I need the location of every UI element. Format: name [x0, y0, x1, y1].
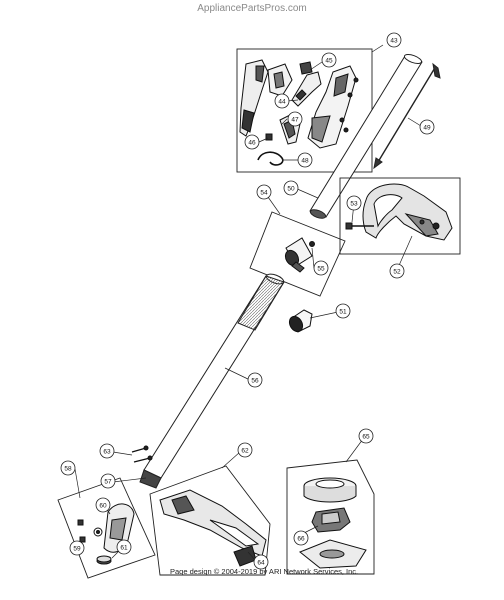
callout-60: 60 — [99, 503, 107, 510]
coupler-knob — [288, 309, 313, 333]
screws-63 — [131, 445, 153, 463]
callout-66: 66 — [297, 536, 305, 543]
callout-52: 52 — [393, 269, 401, 276]
site-header: AppliancePartsPros.com — [197, 3, 307, 14]
screw-46 — [265, 133, 273, 141]
callout-56: 56 — [251, 378, 259, 385]
callout-49: 49 — [423, 125, 431, 132]
callout-65: 65 — [362, 434, 370, 441]
callout-51: 51 — [339, 309, 347, 316]
callout-54: 54 — [260, 190, 268, 197]
callout-59: 59 — [73, 546, 81, 553]
callout-47: 47 — [291, 117, 299, 124]
drive-cable — [373, 62, 441, 170]
lower-shaft — [139, 273, 285, 489]
callout-50: 50 — [287, 186, 295, 193]
callout-48: 48 — [301, 158, 309, 165]
coupler-assembly — [284, 237, 315, 273]
copyright-notice: Page design © 2004-2019 by ARI Network S… — [170, 567, 359, 576]
callout-labels: 43 45 44 46 47 48 49 50 53 52 54 55 51 5… — [64, 38, 431, 567]
callout-64: 64 — [257, 560, 265, 567]
callout-53: 53 — [350, 201, 358, 208]
trimmer-guard — [159, 489, 267, 567]
callout-46: 46 — [248, 140, 256, 147]
callout-58: 58 — [64, 466, 72, 473]
callout-61: 61 — [120, 545, 128, 552]
callout-63: 63 — [103, 449, 111, 456]
callout-62: 62 — [241, 448, 249, 455]
upper-shaft — [309, 53, 423, 219]
guard-box — [149, 465, 271, 576]
bolt-53 — [345, 222, 374, 230]
group-box-54 — [249, 211, 346, 297]
handle-housing-right — [307, 65, 359, 149]
spring-clip-48 — [257, 151, 284, 166]
handle-housing-left — [239, 59, 293, 137]
callout-45: 45 — [325, 58, 333, 65]
callout-57: 57 — [104, 479, 112, 486]
assist-handle — [362, 183, 453, 241]
group-box-52 — [339, 177, 461, 255]
callouts — [60, 32, 435, 570]
callout-44: 44 — [278, 99, 286, 106]
callout-55: 55 — [317, 266, 325, 273]
group-box-65 — [286, 459, 375, 575]
callout-43: 43 — [390, 38, 398, 45]
gear-head — [77, 503, 135, 565]
trimmer-head — [299, 477, 367, 569]
